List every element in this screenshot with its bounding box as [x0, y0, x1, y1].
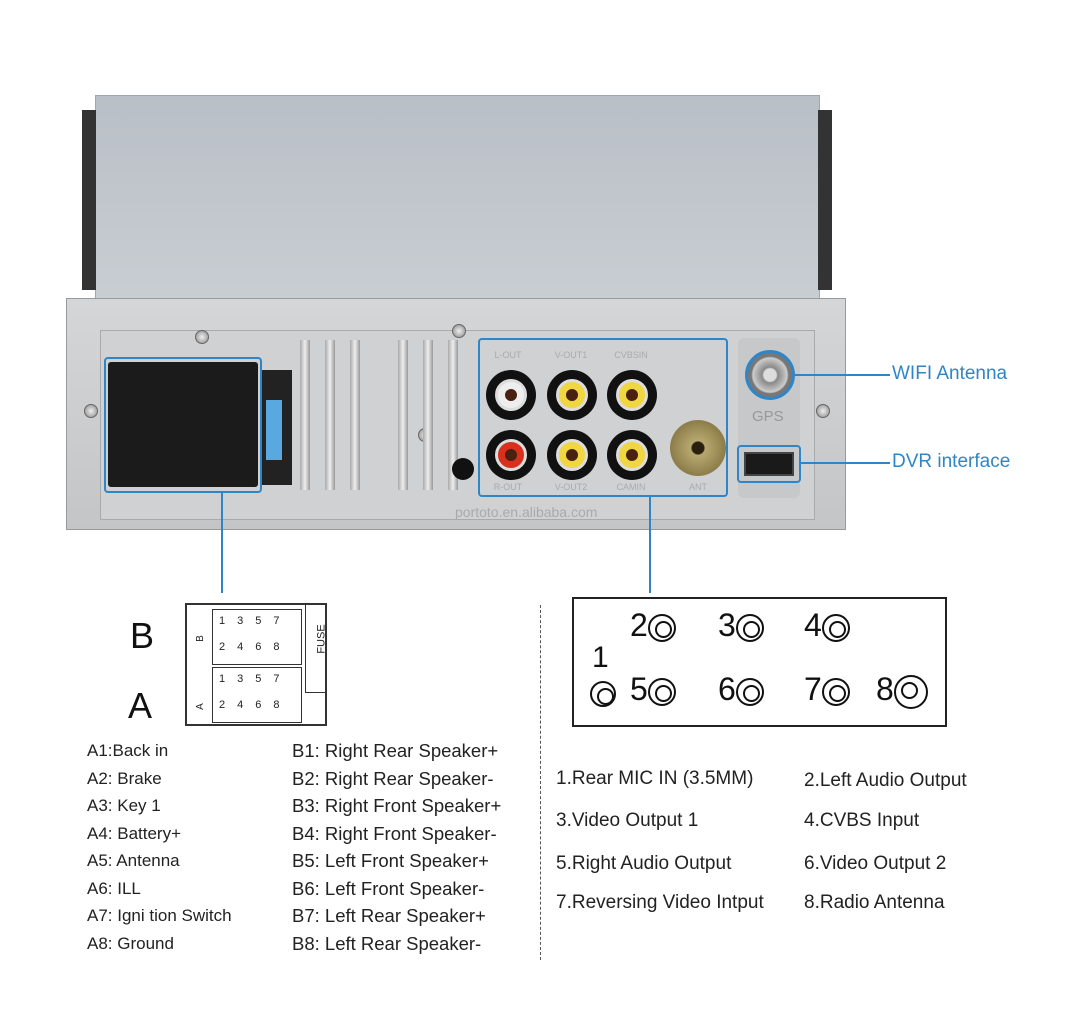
- rca-r-out: [486, 430, 536, 480]
- screw-icon: [816, 404, 830, 418]
- iso-highlight: [104, 357, 262, 493]
- label-ant: ANT: [689, 482, 707, 492]
- rca-v-out1: [547, 370, 597, 420]
- label-r-out: R-OUT: [493, 482, 523, 492]
- fuse-label: FUSE: [315, 624, 328, 654]
- dvr-highlight: [737, 445, 801, 483]
- screw-icon: [84, 404, 98, 418]
- rca-cam-in: [607, 430, 657, 480]
- fuse-icon: [266, 400, 282, 460]
- label-cvbs-in: CVBSIN: [614, 350, 648, 360]
- b-pin-list: B1: Right Rear Speaker+B2: Right Rear Sp…: [292, 740, 502, 954]
- mic-jack: [452, 458, 474, 480]
- screw-icon: [452, 324, 466, 338]
- chassis-bracket-left: [82, 110, 96, 290]
- screw-icon: [195, 330, 209, 344]
- label-v-out2: V-OUT2: [554, 482, 588, 492]
- label-l-out: L-OUT: [494, 350, 522, 360]
- iso-leader-line: [221, 493, 223, 593]
- label-v-out1: V-OUT1: [554, 350, 588, 360]
- small-b-label: B: [194, 635, 206, 642]
- label-cam-in: CAMIN: [616, 482, 646, 492]
- wifi-leader-line: [795, 374, 890, 376]
- rca-l-out: [486, 370, 536, 420]
- rca-v-out2: [547, 430, 597, 480]
- av-leader-line: [649, 497, 651, 593]
- dvr-leader-line: [801, 462, 890, 464]
- dvr-interface-callout: DVR interface: [892, 451, 1011, 472]
- usb-dvr-port: [744, 452, 794, 476]
- chassis-bracket-right: [818, 110, 832, 290]
- small-a-label: A: [194, 703, 206, 710]
- av-ports-highlight: [478, 338, 728, 497]
- watermark: portoto.en.alibaba.com: [455, 504, 598, 520]
- wifi-antenna-callout: WIFI Antenna: [892, 363, 1008, 384]
- connector-label-b: B: [130, 615, 155, 656]
- rca-cvbs-in: [607, 370, 657, 420]
- divider: [540, 605, 541, 960]
- ports-diagram: 2 3 4 1 5 6 7 8: [572, 597, 947, 727]
- connector-label-a: A: [128, 685, 153, 726]
- iso-connector: [108, 362, 258, 487]
- wifi-antenna-port: [745, 350, 795, 400]
- label-gps: GPS: [752, 408, 784, 425]
- radio-chassis-top: [95, 95, 820, 305]
- radio-antenna-port: [670, 420, 726, 476]
